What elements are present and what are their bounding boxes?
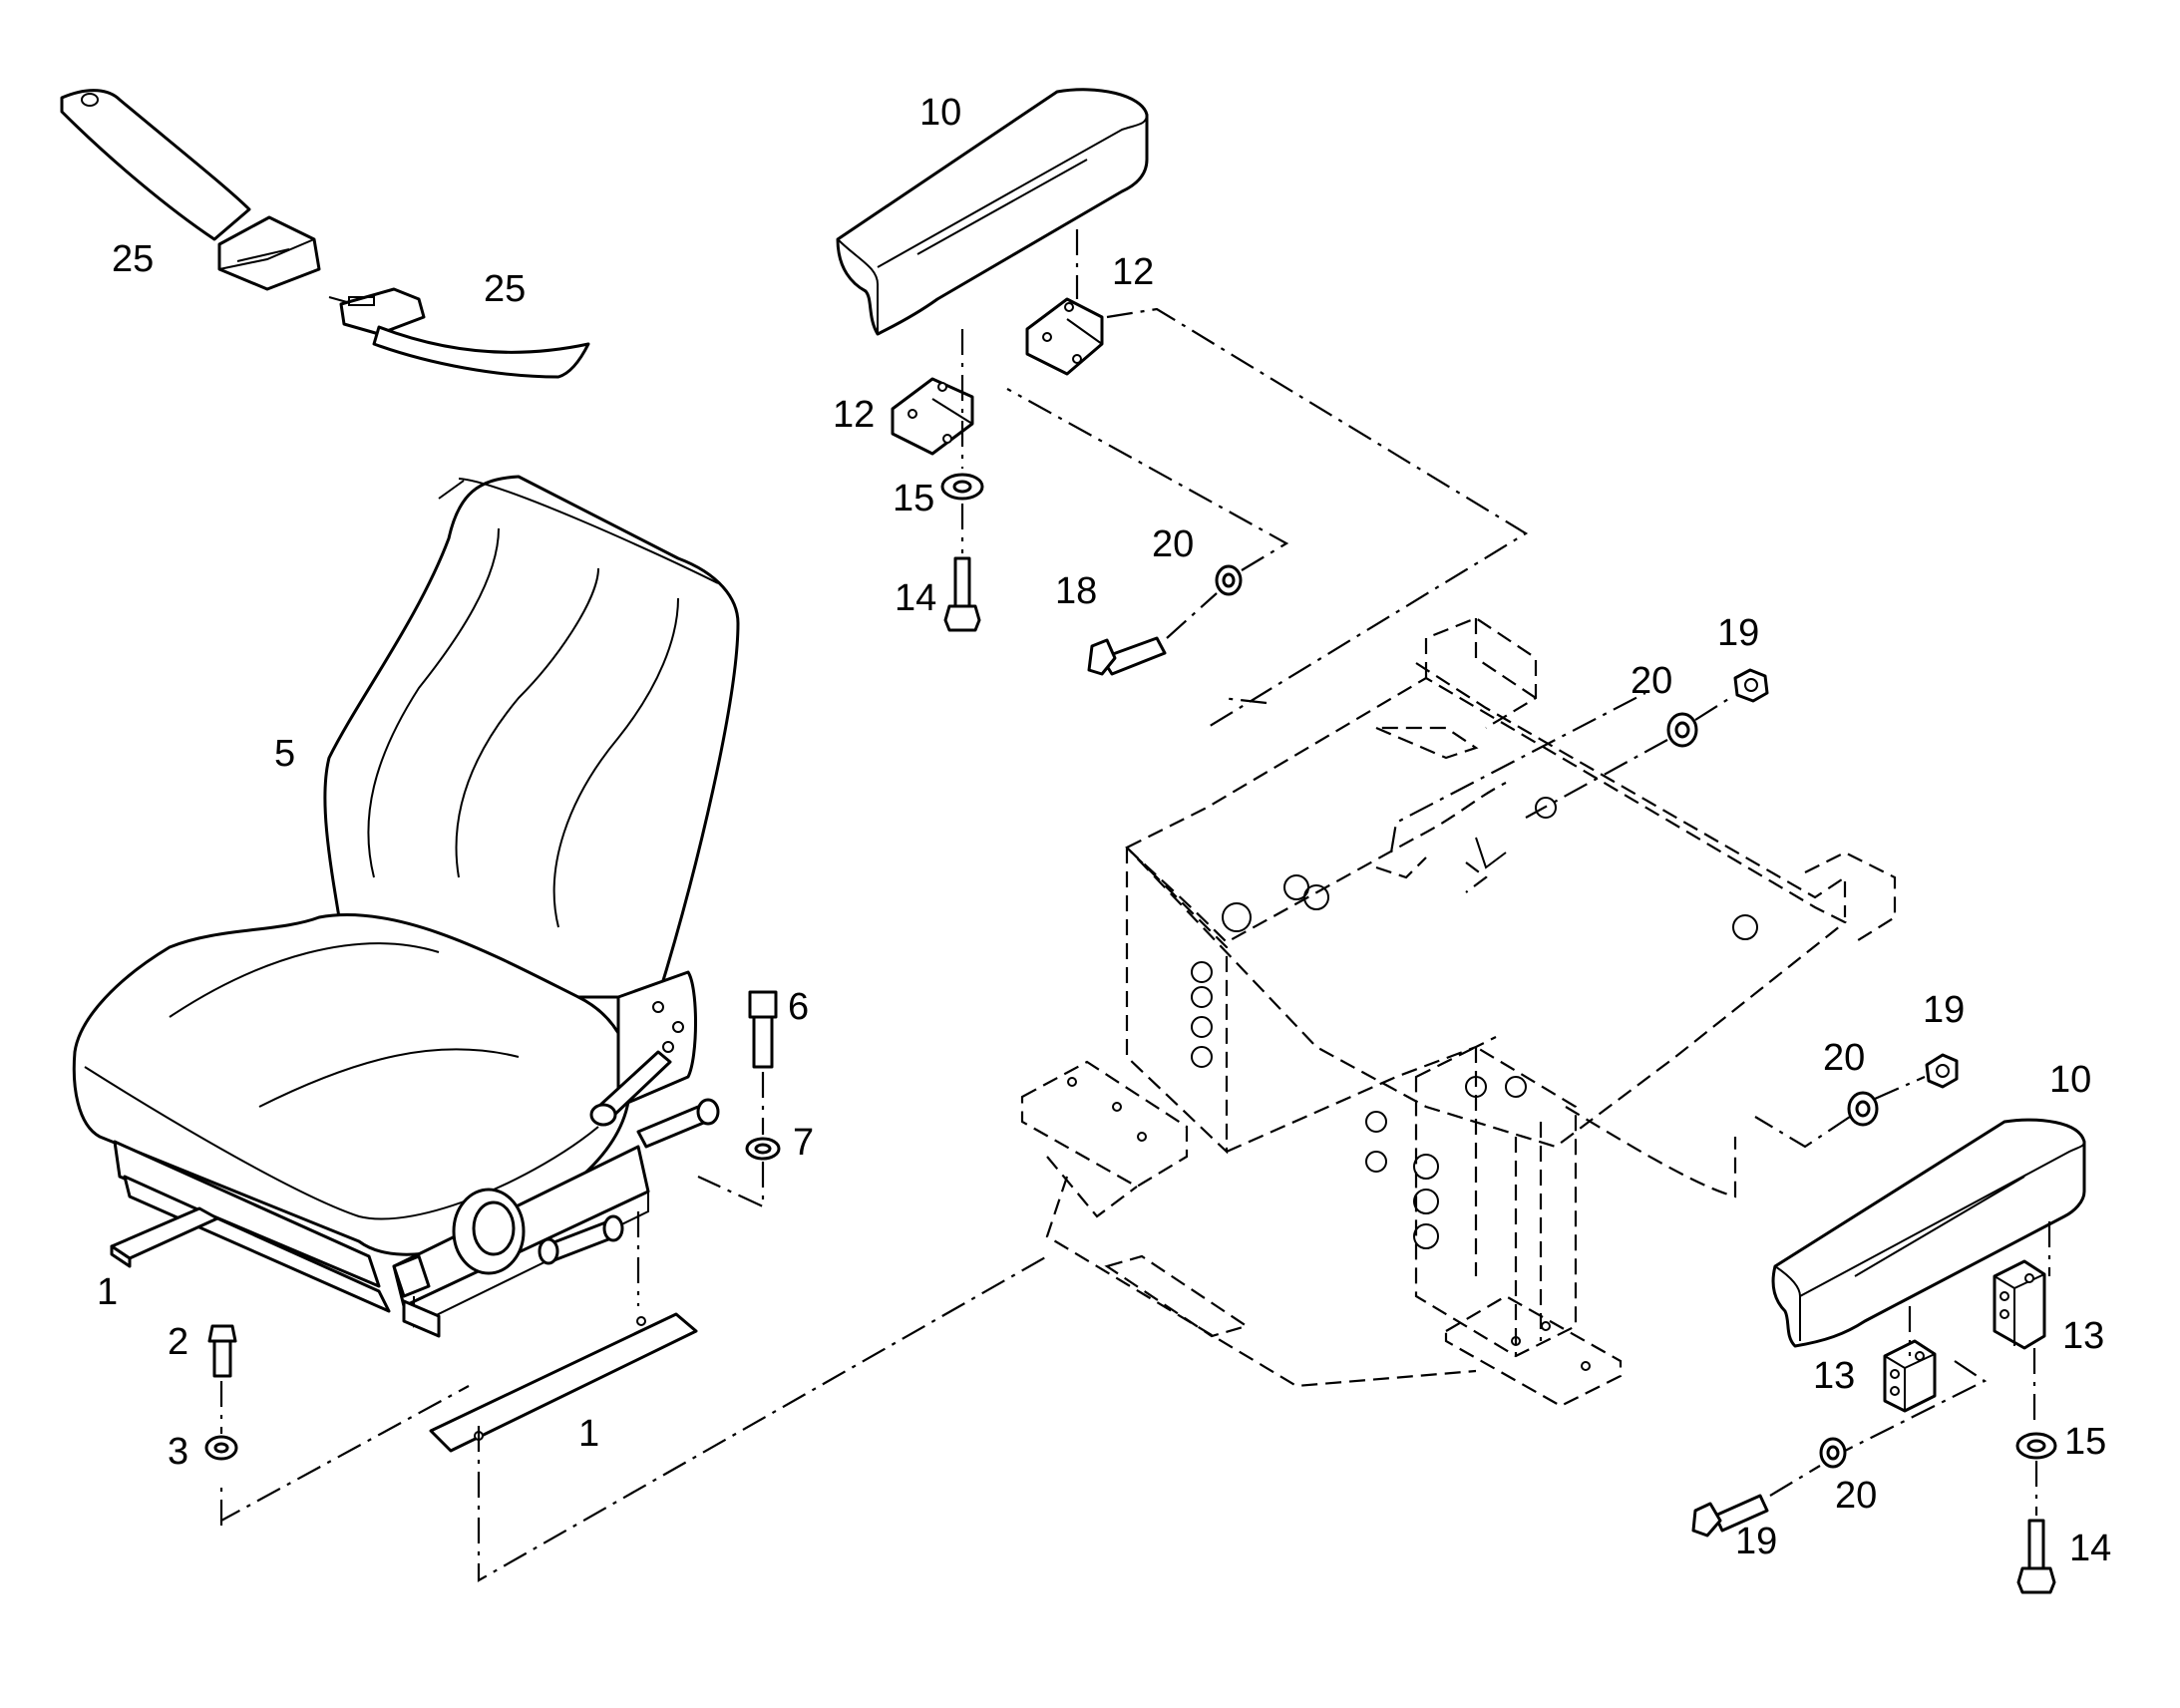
mounting-plate-1-left bbox=[110, 1206, 219, 1268]
washer-20-right bbox=[1847, 1091, 1879, 1127]
washer-3 bbox=[204, 1435, 238, 1461]
callout-10-lower: 10 bbox=[2049, 1059, 2091, 1101]
callout-2: 2 bbox=[168, 1321, 188, 1363]
washer-20-mid bbox=[1666, 712, 1698, 748]
mounting-plate-1-right bbox=[429, 1312, 698, 1453]
callout-10-upper: 10 bbox=[919, 92, 961, 134]
nut-19-upper bbox=[1733, 668, 1769, 703]
callout-20-upper: 20 bbox=[1152, 523, 1194, 565]
callout-25-left: 25 bbox=[112, 238, 154, 280]
callout-25-right: 25 bbox=[484, 268, 526, 310]
bolt-18 bbox=[1087, 636, 1167, 676]
frame-structure bbox=[1020, 616, 1897, 1408]
callout-20-right: 20 bbox=[1823, 1037, 1865, 1079]
callout-14-upper: 14 bbox=[895, 577, 936, 619]
callout-14-lower: 14 bbox=[2069, 1528, 2111, 1569]
seat bbox=[72, 475, 740, 1338]
nut-19-lower bbox=[1925, 1053, 1959, 1089]
callout-19-lower: 19 bbox=[1735, 1521, 1777, 1562]
bracket-12-left bbox=[891, 377, 974, 456]
callout-20-lower: 20 bbox=[1835, 1475, 1877, 1517]
callout-1-right: 1 bbox=[578, 1413, 599, 1455]
callout-12-upper: 12 bbox=[1112, 251, 1154, 293]
callout-18: 18 bbox=[1055, 570, 1097, 612]
bolt-19-lower bbox=[1691, 1494, 1769, 1537]
armrest-upper bbox=[836, 88, 1149, 336]
callout-7: 7 bbox=[793, 1122, 814, 1164]
callout-15-upper: 15 bbox=[893, 478, 934, 519]
washer-20-upper bbox=[1215, 564, 1243, 596]
washer-20-lower bbox=[1819, 1437, 1847, 1469]
callout-3: 3 bbox=[168, 1431, 188, 1473]
bolt-14-lower bbox=[2016, 1519, 2056, 1594]
callout-13-right: 13 bbox=[2062, 1315, 2104, 1357]
bracket-12-right bbox=[1025, 297, 1104, 376]
callout-1-left: 1 bbox=[97, 1271, 118, 1313]
callout-19-right: 19 bbox=[1923, 989, 1965, 1031]
seat-belt bbox=[60, 89, 590, 379]
washer-15-upper bbox=[940, 473, 984, 501]
bolt-14-upper bbox=[943, 556, 981, 632]
washer-7 bbox=[745, 1137, 781, 1161]
washer-15-lower bbox=[2015, 1432, 2057, 1460]
bolt-2 bbox=[207, 1324, 237, 1378]
callout-13-mid: 13 bbox=[1813, 1355, 1855, 1397]
bracket-13-mid bbox=[1883, 1339, 1937, 1413]
callout-15-lower: 15 bbox=[2064, 1421, 2106, 1463]
callout-5: 5 bbox=[274, 733, 295, 775]
callout-19-upper: 19 bbox=[1717, 612, 1759, 654]
callout-6: 6 bbox=[788, 986, 809, 1028]
armrest-lower bbox=[1771, 1118, 2086, 1348]
bolt-6 bbox=[748, 990, 778, 1069]
callout-20-mid: 20 bbox=[1631, 660, 1672, 702]
callout-12-lower: 12 bbox=[833, 394, 875, 436]
bracket-13-right bbox=[1993, 1259, 2046, 1350]
